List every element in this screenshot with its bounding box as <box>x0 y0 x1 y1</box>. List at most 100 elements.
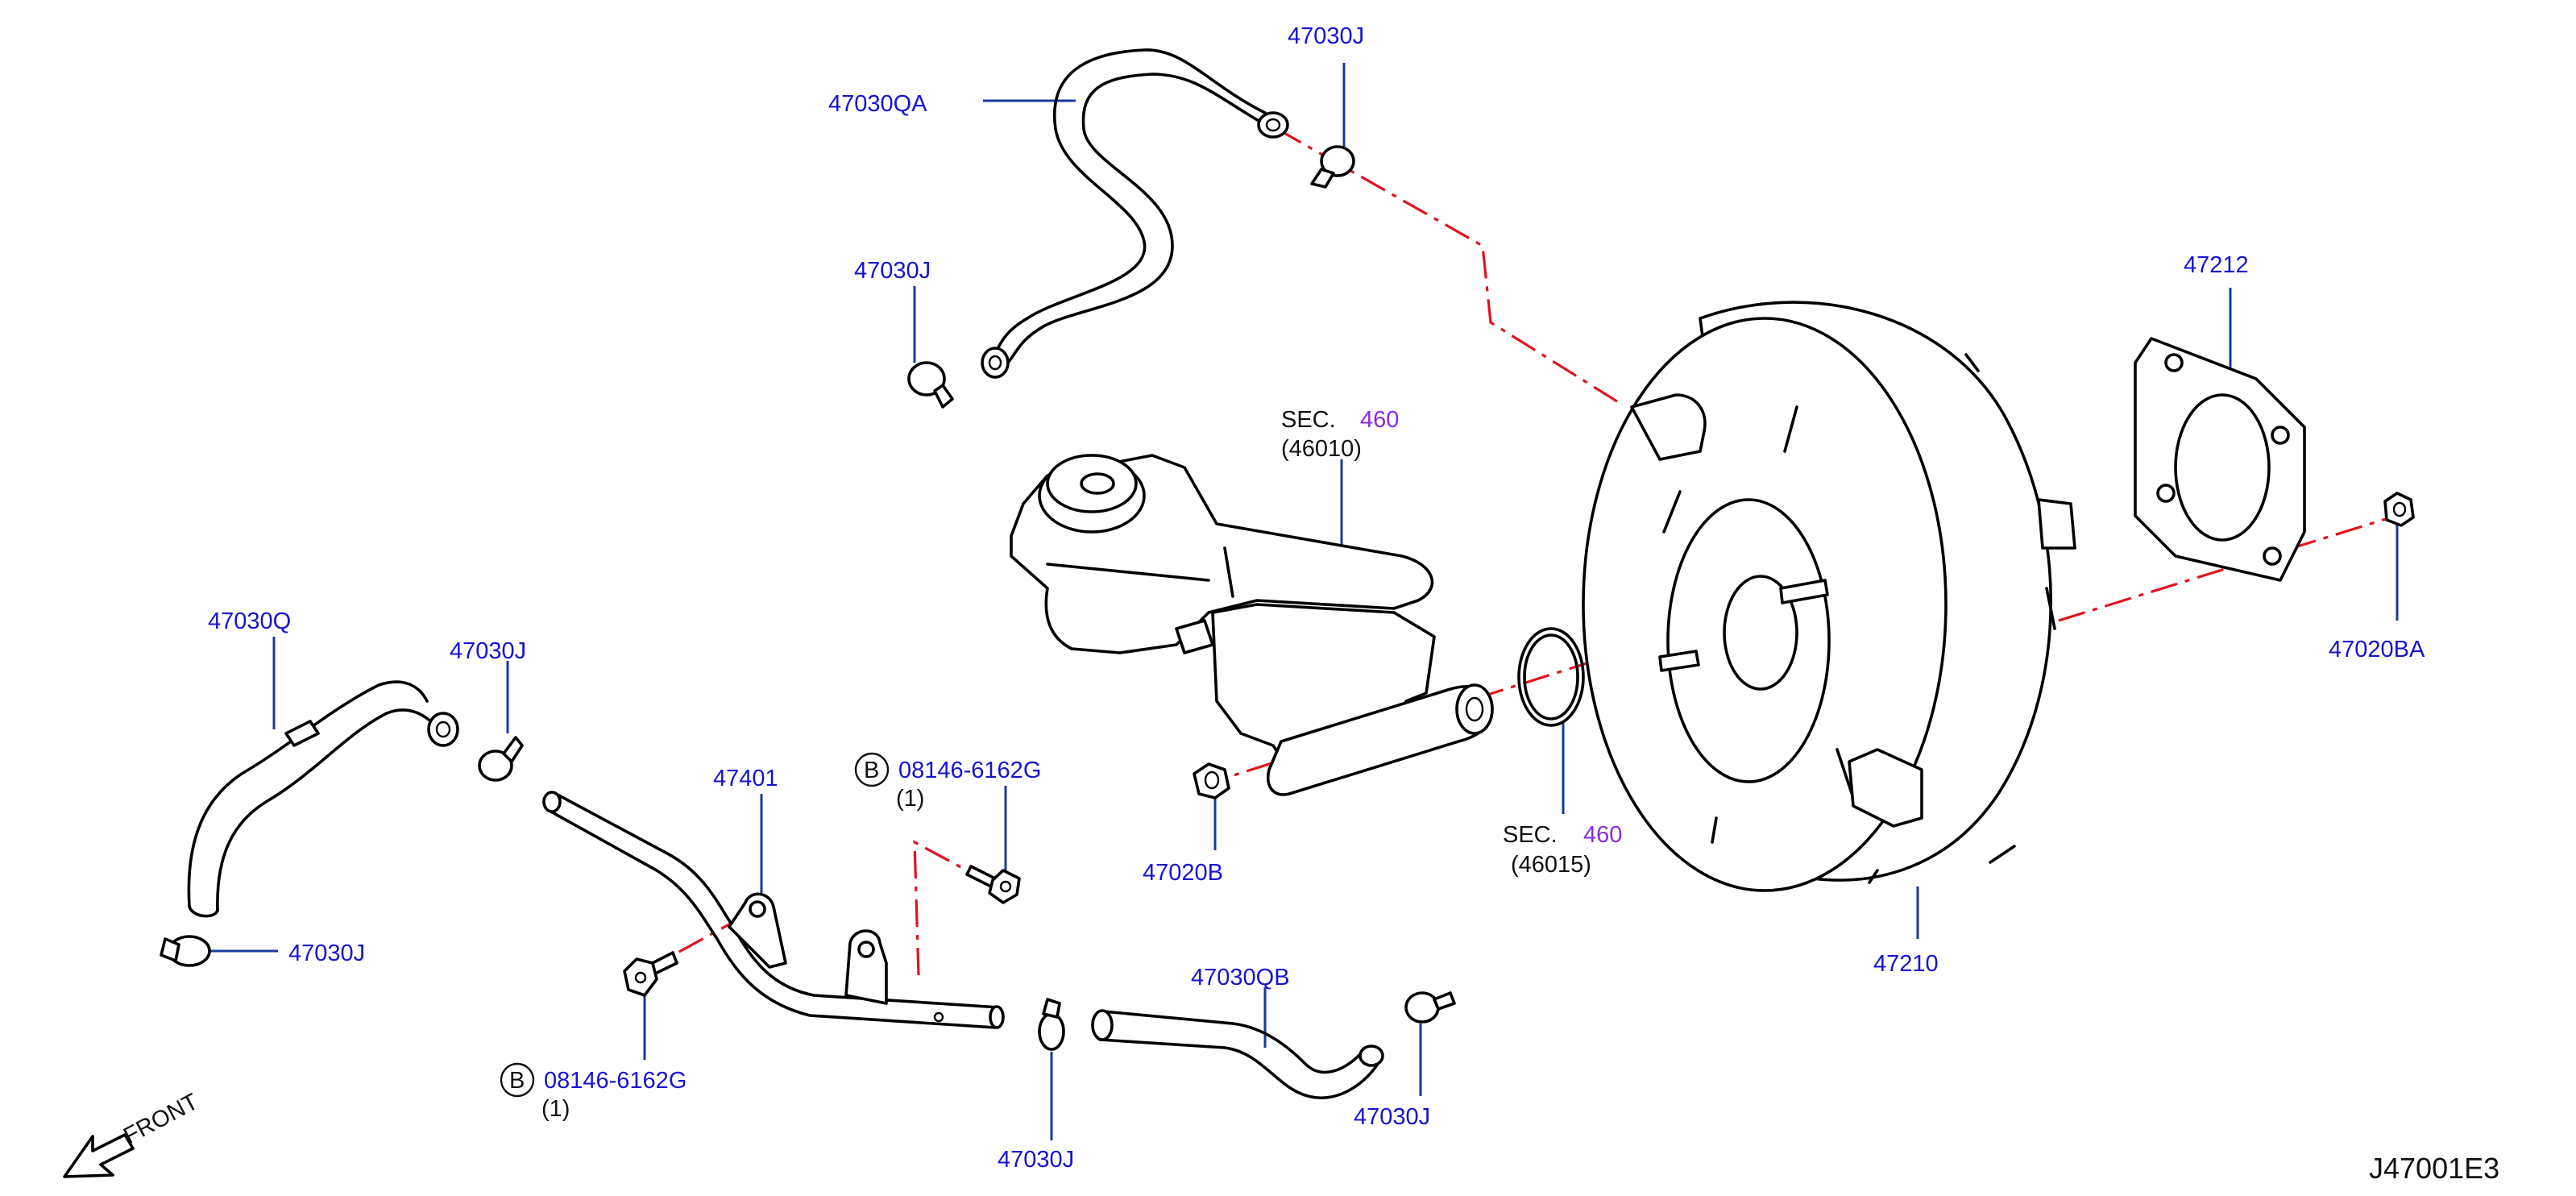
label-bolt-upper-circle: B <box>864 758 879 783</box>
nut-booster <box>2383 492 2415 527</box>
bolt-lower-ref-circle <box>500 1062 535 1098</box>
o-ring-inner <box>1523 633 1579 721</box>
clamp-top-left-ring <box>907 361 946 397</box>
gasket-opening <box>2174 393 2271 542</box>
label-clamp-top-left: 47030J <box>854 258 931 284</box>
label-sec-oring-prefix: SEC. <box>1503 822 1558 848</box>
hose-upper-outline-inner <box>1002 73 1283 368</box>
hose-upper-end-right <box>1257 111 1289 139</box>
booster-face-lines <box>1662 405 1855 844</box>
centerline-hose-to-booster <box>1276 127 1620 405</box>
label-bolt-lower-circle: B <box>509 1068 525 1094</box>
front-indicator <box>63 1133 135 1178</box>
gasket-hole-1 <box>2164 353 2184 372</box>
tube-bracket-left <box>728 892 787 969</box>
gasket-hole-4 <box>2263 546 2282 566</box>
label-gasket: 47212 <box>2184 252 2249 278</box>
label-bolt-upper: 08146-6162G <box>898 758 1041 783</box>
nut-master <box>1193 762 1230 799</box>
hose-lower-end-left <box>1091 1009 1114 1041</box>
clamp-bottom-right-tab <box>1433 991 1456 1011</box>
booster-stud-upper <box>1779 579 1829 604</box>
label-nut-booster: 47020BA <box>2329 637 2425 662</box>
label-nut-master: 47020B <box>1143 860 1223 886</box>
label-hose-upper: 47030QA <box>828 91 927 117</box>
hose-upper <box>981 48 1289 379</box>
bolt-upper-head-center <box>999 880 1012 893</box>
booster-check-valve <box>1630 393 1707 461</box>
gasket <box>2134 337 2306 582</box>
clamp-top-left-tab <box>933 384 954 409</box>
nut-master-hole <box>1204 770 1220 790</box>
hose-lower-end-right <box>1359 1044 1384 1067</box>
clamp-top-right-ring <box>1320 145 1355 177</box>
o-ring <box>1517 627 1585 727</box>
reservoir-ribs <box>1046 546 1234 598</box>
clamp-bottom-mid-ring <box>1038 1012 1065 1051</box>
booster-bracket <box>2037 498 2076 550</box>
bolt-upper <box>965 865 1021 904</box>
label-sec-master-num: 460 <box>1360 407 1399 433</box>
booster-rim-lines <box>1868 353 2056 884</box>
brake-booster <box>1582 301 2076 892</box>
label-front: FRONT <box>119 1089 202 1149</box>
gasket-hole-3 <box>2156 484 2176 503</box>
hose-lower <box>1091 1009 1384 1099</box>
clamp-top-right-tab <box>1310 168 1335 189</box>
tube-bracket-left-hole <box>749 900 766 918</box>
reservoir-cap-center <box>1080 472 1115 495</box>
clamp-bottom-right-ring <box>1404 991 1440 1024</box>
label-sec-oring-ref: (46015) <box>1511 852 1591 878</box>
nut-booster-body <box>2383 492 2415 527</box>
clamp-left-upper-ring <box>478 750 513 782</box>
clamp-bottom-right <box>1404 991 1456 1024</box>
hose-left-outline-inner <box>216 708 437 912</box>
hose-lower-outline-top <box>1102 1010 1367 1074</box>
master-cylinder <box>1010 454 1494 796</box>
booster-stud-lower <box>1658 650 1700 672</box>
centerline-bolt-upper <box>913 840 968 976</box>
label-booster: 47210 <box>1873 951 1939 977</box>
master-bore-hole <box>1465 696 1484 722</box>
label-bolt-lower-qty: (1) <box>541 1096 570 1122</box>
hose-upper-end-left <box>981 347 1010 379</box>
clamp-top-right <box>1310 145 1355 189</box>
label-bolt-upper-qty: (1) <box>896 786 924 812</box>
tube-outline-bottom <box>546 808 997 1029</box>
clamp-left-lower <box>160 935 211 967</box>
hose-left-end-top <box>427 712 459 747</box>
labels: 47030QA 47030J 47030J 47030Q 47030J 4703… <box>119 23 2499 1185</box>
booster-center <box>1723 575 1798 691</box>
hose-lower-outline-bottom <box>1098 1038 1379 1099</box>
tube-bracket-right <box>844 929 888 1005</box>
hose-upper-outline <box>989 48 1267 360</box>
master-bore-end <box>1455 683 1494 735</box>
label-hose-left: 47030Q <box>208 608 291 634</box>
bolt-lower-head-center <box>634 971 647 984</box>
hose-upper-end-left-hole <box>988 355 1002 371</box>
tube <box>542 791 1005 1029</box>
tube-outline-top <box>554 792 1001 1009</box>
label-clamp-top-right: 47030J <box>1288 23 1364 49</box>
label-sec-master-ref: (46010) <box>1281 436 1362 462</box>
master-connector <box>1175 619 1214 654</box>
clamp-bottom-mid <box>1038 998 1065 1051</box>
hose-left-end-bottom <box>188 905 219 918</box>
bolt-upper-ref-circle <box>854 752 890 787</box>
label-clamp-left-lower: 47030J <box>288 941 365 966</box>
tube-end-right <box>989 1005 1005 1029</box>
front-arrow-icon <box>63 1133 135 1178</box>
hose-left-outline-outer <box>187 680 429 908</box>
nut-booster-hole <box>2392 501 2407 517</box>
bolt-lower <box>623 951 678 997</box>
gasket-hole-2 <box>2271 426 2290 445</box>
o-ring-outer <box>1517 627 1585 727</box>
bolt-upper-head <box>988 869 1021 904</box>
label-diagram-code: J47001E3 <box>2369 1152 2499 1185</box>
gasket-body <box>2134 337 2306 582</box>
clamp-top-left <box>907 361 954 409</box>
label-hose-lower: 47030QB <box>1191 965 1290 990</box>
nut-master-body <box>1193 762 1230 799</box>
booster-sensor <box>1848 748 1923 828</box>
